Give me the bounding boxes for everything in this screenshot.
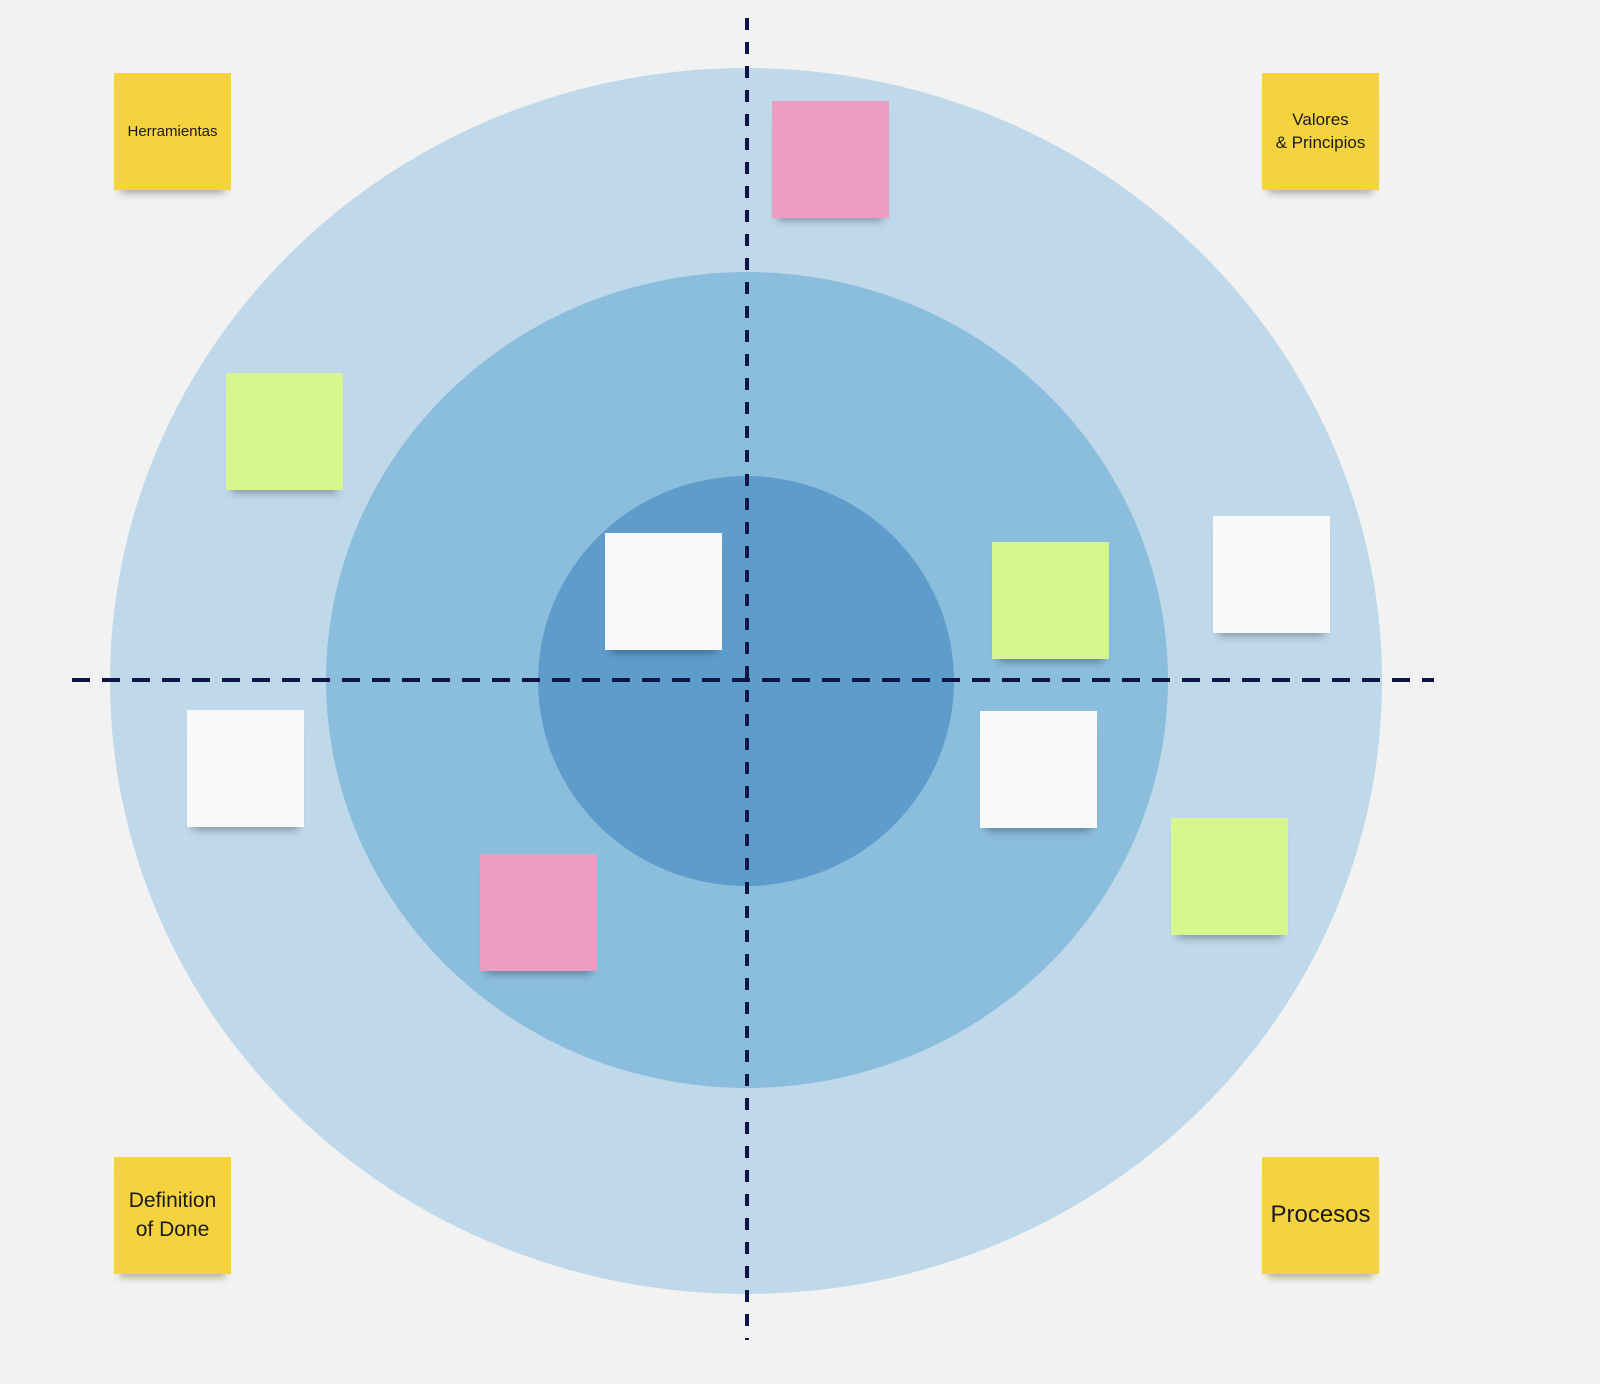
- sticky-note-blank[interactable]: [480, 854, 597, 971]
- sticky-note-blank[interactable]: [605, 533, 722, 650]
- sticky-note-procesos[interactable]: Procesos: [1262, 1157, 1379, 1274]
- sticky-note-definition-of-done[interactable]: Definition of Done: [114, 1157, 231, 1274]
- sticky-note-blank[interactable]: [772, 101, 889, 218]
- sticky-note-blank[interactable]: [1171, 818, 1288, 935]
- inner-ring: [538, 476, 954, 886]
- sticky-note-blank[interactable]: [226, 373, 343, 490]
- sticky-note-herramientas[interactable]: Herramientas: [114, 73, 231, 190]
- sticky-note-blank[interactable]: [1213, 516, 1330, 633]
- sticky-note-blank[interactable]: [980, 711, 1097, 828]
- sticky-note-valores-principios[interactable]: Valores & Principios: [1262, 73, 1379, 190]
- sticky-note-blank[interactable]: [187, 710, 304, 827]
- sticky-note-blank[interactable]: [992, 542, 1109, 659]
